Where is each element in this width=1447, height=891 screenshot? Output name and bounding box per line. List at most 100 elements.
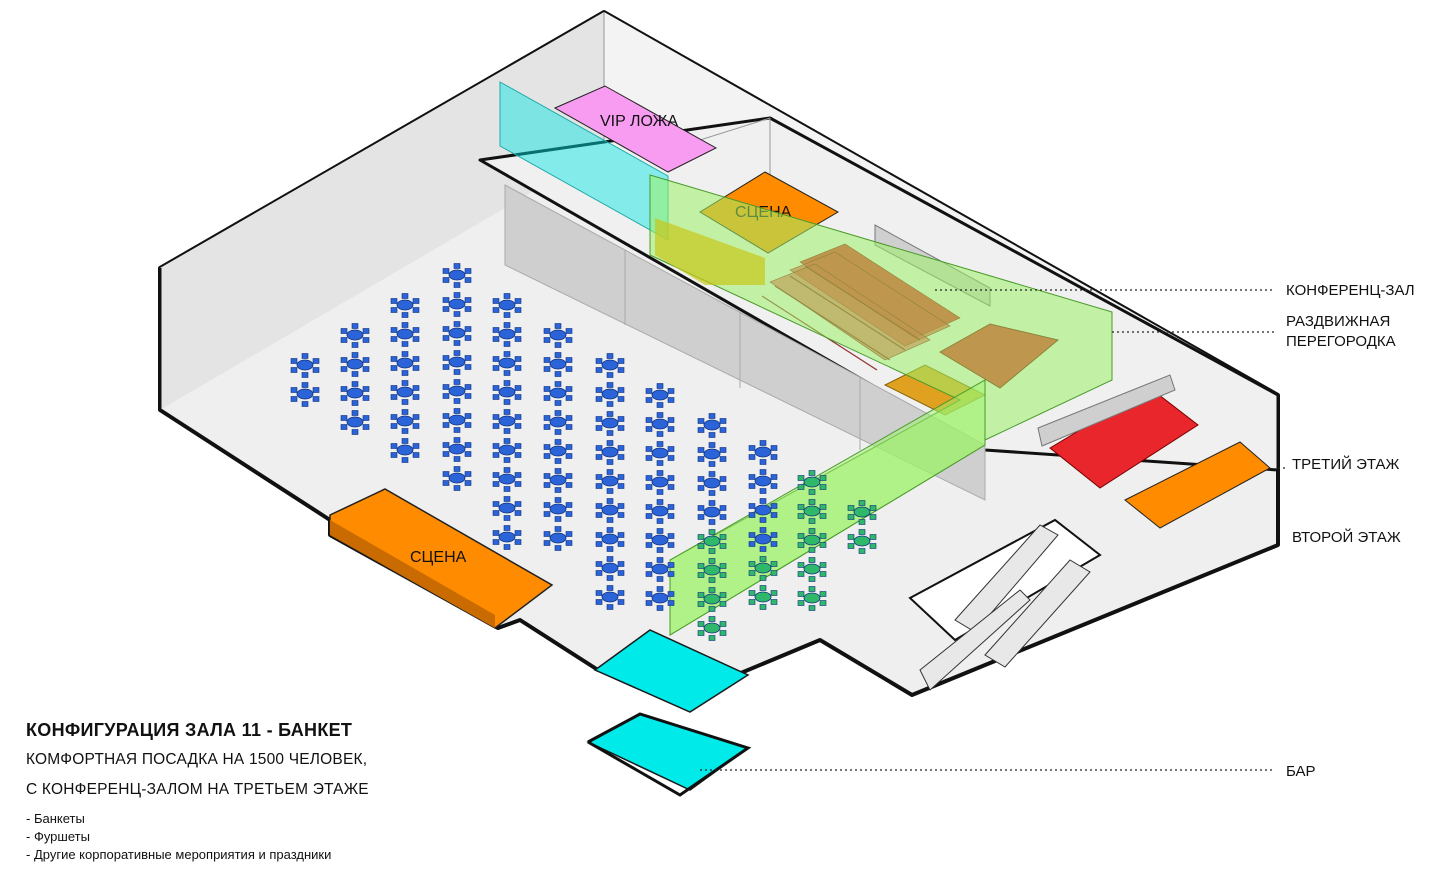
- banquet-table: [595, 498, 625, 523]
- banquet-table: [645, 412, 675, 437]
- banquet-table: [442, 379, 472, 404]
- vip-box: [553, 85, 718, 173]
- banquet-table: [697, 587, 727, 612]
- banquet-table: [847, 529, 877, 554]
- banquet-table: [543, 381, 573, 406]
- banquet-table: [543, 439, 573, 464]
- banquet-table: [492, 322, 522, 347]
- banquet-table: [543, 352, 573, 377]
- banquet-table: [797, 499, 827, 524]
- third-floor-wall: [1037, 374, 1176, 447]
- banquet-table: [748, 440, 778, 465]
- list-item: - Фуршеты: [26, 829, 90, 844]
- banquet-table: [697, 442, 727, 467]
- escalator: [919, 524, 1091, 691]
- banquet-table: [697, 558, 727, 583]
- banquet-table: [697, 471, 727, 496]
- banquet-table: [595, 382, 625, 407]
- caption-line2: С КОНФЕРЕНЦ-ЗАЛОМ НА ТРЕТЬЕМ ЭТАЖЕ: [26, 781, 369, 798]
- banquet-table: [697, 529, 727, 554]
- main-stage-label: СЦЕНА: [410, 549, 467, 566]
- banquet-table: [442, 466, 472, 491]
- configuration-caption: КОНФИГУРАЦИЯ ЗАЛА 11 - БАНКЕТ КОМФОРТНАЯ…: [26, 720, 369, 865]
- banquet-table: [697, 413, 727, 438]
- banquet-table: [748, 527, 778, 552]
- banquet-table: [543, 497, 573, 522]
- banquet-table: [492, 525, 522, 550]
- banquet-tables: [290, 263, 877, 641]
- back-wall-left: [160, 12, 604, 410]
- caption-line1: КОМФОРТНАЯ ПОСАДКА НА 1500 ЧЕЛОВЕК,: [26, 751, 368, 768]
- banquet-table: [492, 380, 522, 405]
- banquet-table: [442, 292, 472, 317]
- banquet-table: [697, 616, 727, 641]
- caption-title: КОНФИГУРАЦИЯ ЗАЛА 11 - БАНКЕТ: [26, 720, 353, 740]
- bar-upper: [593, 629, 750, 713]
- banquet-table: [697, 500, 727, 525]
- banquet-table: [492, 496, 522, 521]
- banquet-table: [390, 293, 420, 318]
- banquet-table: [543, 468, 573, 493]
- banquet-table: [645, 383, 675, 408]
- vip-box-label: VIP ЛОЖА: [600, 113, 678, 130]
- banquet-table: [645, 470, 675, 495]
- banquet-table: [797, 586, 827, 611]
- banquet-table: [645, 528, 675, 553]
- banquet-table: [797, 557, 827, 582]
- banquet-table: [442, 437, 472, 462]
- callout-second-floor: ВТОРОЙ ЭТАЖ: [1292, 528, 1401, 546]
- banquet-table: [492, 409, 522, 434]
- banquet-table: [442, 321, 472, 346]
- banquet-table: [390, 351, 420, 376]
- banquet-table: [543, 410, 573, 435]
- banquet-table: [595, 585, 625, 610]
- banquet-table: [390, 409, 420, 434]
- banquet-table: [595, 556, 625, 581]
- bar-lower: [586, 713, 750, 791]
- lower-platform: [587, 712, 752, 797]
- banquet-table: [390, 380, 420, 405]
- banquet-table: [797, 470, 827, 495]
- banquet-table: [595, 469, 625, 494]
- callout-conference: КОНФЕРЕНЦ-ЗАЛ: [1286, 282, 1415, 299]
- list-item: - Другие корпоративные мероприятия и пра…: [26, 847, 332, 862]
- callout-partition-line2: ПЕРЕГОРОДКА: [1286, 333, 1396, 350]
- banquet-table: [492, 293, 522, 318]
- list-item: - Банкеты: [26, 811, 85, 826]
- banquet-table: [543, 323, 573, 348]
- banquet-table: [543, 526, 573, 551]
- banquet-table: [748, 556, 778, 581]
- banquet-table: [442, 263, 472, 288]
- banquet-table: [340, 410, 370, 435]
- event-type-list: - Банкеты - Фуршеты - Другие корпоративн…: [26, 811, 369, 862]
- banquet-table: [748, 498, 778, 523]
- banquet-table: [748, 469, 778, 494]
- banquet-table: [290, 382, 320, 407]
- banquet-table: [340, 381, 370, 406]
- banquet-table: [595, 411, 625, 436]
- banquet-table: [645, 441, 675, 466]
- banquet-table: [492, 438, 522, 463]
- banquet-table: [340, 352, 370, 377]
- callout-third-floor: ТРЕТИЙ ЭТАЖ: [1292, 455, 1400, 473]
- banquet-table: [645, 499, 675, 524]
- banquet-table: [442, 408, 472, 433]
- banquet-table: [442, 350, 472, 375]
- right-stage: [1124, 441, 1271, 529]
- banquet-table: [492, 467, 522, 492]
- banquet-table: [595, 353, 625, 378]
- callout-bar: БАР: [1286, 763, 1316, 780]
- banquet-table: [797, 528, 827, 553]
- banquet-table: [645, 586, 675, 611]
- banquet-table: [595, 527, 625, 552]
- banquet-table: [340, 323, 370, 348]
- banquet-table: [595, 440, 625, 465]
- banquet-table: [390, 322, 420, 347]
- callout-partition-line1: РАЗДВИЖНАЯ: [1286, 313, 1390, 330]
- banquet-table: [748, 585, 778, 610]
- banquet-table: [290, 353, 320, 378]
- banquet-table: [492, 351, 522, 376]
- banquet-table: [645, 557, 675, 582]
- banquet-table: [390, 438, 420, 463]
